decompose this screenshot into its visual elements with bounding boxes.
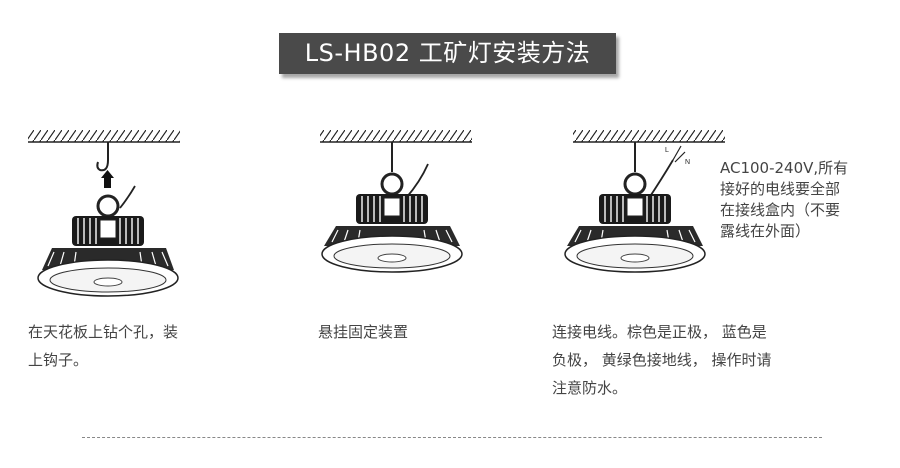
step1-caption: 在天花板上钻个孔，装 上钩子。 [28,323,179,369]
power-cable [405,163,429,199]
highbay-lamp [564,172,706,273]
ceiling [28,130,180,142]
hook-icon [96,142,109,172]
step1-illustration [28,130,180,297]
power-cable [119,185,136,209]
step2-illustration [320,130,472,273]
page-title: LS-HB02 工矿灯安装方法 [279,33,616,74]
step2-caption: 悬挂固定装置 [318,323,409,341]
highbay-lamp [321,172,463,273]
wire-label-live: L [665,147,669,154]
step3-illustration: L N [564,130,725,273]
up-arrow-icon [101,170,114,188]
ceiling [320,130,472,142]
power-cable [648,159,674,199]
ceiling [573,130,725,142]
dashed-divider [82,437,822,438]
step3-caption: 连接电线。棕色是正极， 蓝色是 负极， 黄绿色接地线， 操作时请 注意防水。 [552,323,772,397]
highbay-lamp [37,194,179,297]
wire-label-neutral: N [685,159,690,166]
wiring-note: AC100-240V,所有 接好的电线要全部 在接线盒内（不要 露线在外面） [720,159,849,240]
